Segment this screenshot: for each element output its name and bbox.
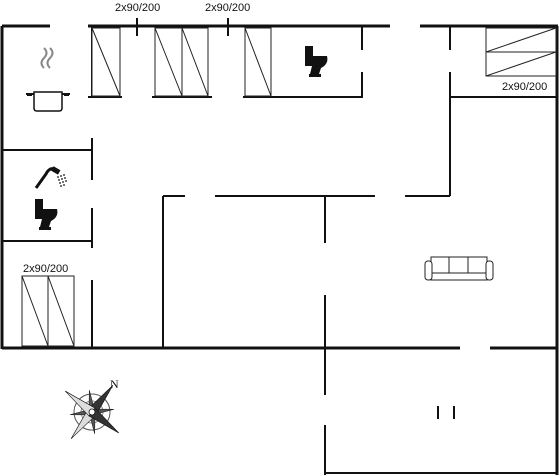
bed-top-right [244,27,272,97]
beds-top-mid [154,27,209,97]
bed-label-top-mid: 2x90/200 [205,2,250,14]
bed-label-left: 2x90/200 [23,263,68,275]
sofa-icon [424,256,494,281]
outer-walls [0,24,559,475]
bed-label-top-left: 2x90/200 [115,2,160,14]
toilet-icon [35,199,58,230]
beds-right [485,27,557,77]
bed-label-top-right: 2x90/200 [502,81,547,93]
beds-top-left [91,27,121,97]
compass-rose-icon [64,384,120,440]
toilet-icon [305,46,328,77]
north-label: N [110,377,119,391]
cooking-pot-icon [26,47,70,112]
beds-left [21,275,75,347]
bed-label-ticks [136,18,229,36]
shower-icon [34,166,67,189]
interior-walls [2,26,557,348]
terrace-lines [324,348,557,475]
